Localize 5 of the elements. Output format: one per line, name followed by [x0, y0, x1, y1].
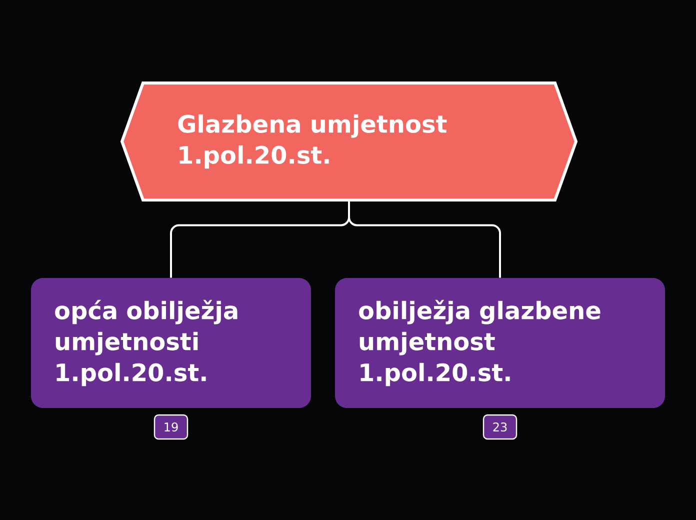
connector-line	[348, 200, 501, 278]
topic-box: obilježja glazbene umjetnost 1.pol.20.st.	[335, 278, 665, 408]
count-badge: 19	[154, 414, 188, 440]
topic-box: opća obilježja umjetnosti 1.pol.20.st.	[31, 278, 311, 408]
count-badge: 23	[482, 414, 518, 440]
